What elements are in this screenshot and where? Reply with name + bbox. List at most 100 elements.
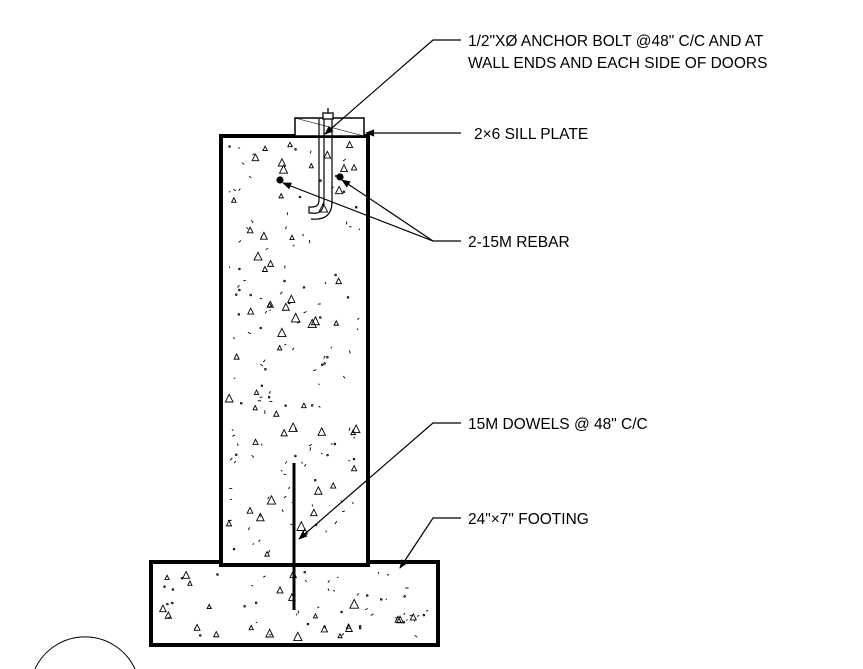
aggregate-speck xyxy=(341,632,345,636)
aggregate-speck xyxy=(302,286,306,289)
aggregate-speck xyxy=(325,530,327,533)
aggregate-speck xyxy=(298,195,302,199)
aggregate-speck xyxy=(402,620,406,624)
aggregate-speck xyxy=(278,164,289,174)
aggregate-speck xyxy=(164,611,173,619)
aggregate-speck xyxy=(323,150,332,159)
aggregate-speck xyxy=(246,226,254,234)
aggregate-speck xyxy=(414,635,418,638)
aggregate-speck xyxy=(267,496,270,500)
aggregate-speck xyxy=(264,550,271,557)
aggregate-speck xyxy=(281,509,284,513)
aggregate-speck xyxy=(267,395,271,399)
aggregate-speck xyxy=(332,589,336,592)
aggregate-speck xyxy=(330,443,333,445)
aggregate-speck xyxy=(260,384,264,388)
aggregate-speck xyxy=(309,447,312,451)
aggregate-speck xyxy=(230,196,237,203)
rebar-leader-right xyxy=(341,179,434,242)
anchor-bolt-note-line2: WALL ENDS AND EACH SIDE OF DOORS xyxy=(468,55,767,72)
aggregate-speck xyxy=(354,205,358,209)
aggregate-speck xyxy=(348,427,351,431)
aggregate-speck xyxy=(228,519,232,522)
aggregate-speck xyxy=(312,612,319,619)
aggregate-speck xyxy=(351,502,354,505)
aggregate-speck xyxy=(296,613,298,616)
aggregate-speck xyxy=(251,219,254,224)
aggregate-speck xyxy=(296,520,307,531)
aggregate-speck xyxy=(326,356,329,359)
footing-aggregate-pattern xyxy=(158,570,429,642)
aggregate-speck xyxy=(224,393,234,403)
aggregate-speck xyxy=(276,585,284,594)
aggregate-speck xyxy=(254,601,258,605)
aggregate-speck xyxy=(287,141,293,148)
aggregate-speck xyxy=(281,302,291,311)
aggregate-speck xyxy=(333,442,337,446)
aggregate-speck xyxy=(289,234,295,240)
aggregate-speck xyxy=(341,510,346,513)
aggregate-speck xyxy=(276,344,283,351)
aggregate-speck xyxy=(252,438,259,445)
aggregate-speck xyxy=(303,570,306,574)
aggregate-speck xyxy=(319,316,322,319)
aggregate-speck xyxy=(237,284,240,288)
aggregate-speck xyxy=(248,175,252,179)
aggregate-speck xyxy=(229,457,233,461)
aggregate-speck xyxy=(296,321,301,324)
aggregate-speck xyxy=(252,153,255,156)
aggregate-speck xyxy=(333,319,340,326)
aggregate-speck xyxy=(232,337,236,339)
aggregate-speck xyxy=(238,288,241,292)
aggregate-speck xyxy=(318,383,320,386)
aggregate-speck xyxy=(233,189,237,192)
aggregate-speck xyxy=(163,585,166,588)
aggregate-speck xyxy=(228,145,231,148)
aggregate-speck xyxy=(416,614,420,617)
aggregate-speck xyxy=(309,150,312,154)
aggregate-speck xyxy=(396,615,405,624)
aggregate-speck xyxy=(394,617,398,619)
aggregate-speck xyxy=(283,279,286,283)
aggregate-speck xyxy=(334,273,337,277)
aggregate-speck xyxy=(370,613,374,616)
anchor-bolt-leader xyxy=(324,39,461,135)
aggregate-speck xyxy=(262,359,266,363)
aggregate-speck xyxy=(262,145,268,151)
aggregate-speck xyxy=(345,623,352,629)
aggregate-speck xyxy=(320,452,323,455)
aggregate-speck xyxy=(307,318,318,329)
aggregate-speck xyxy=(323,362,326,365)
rebar-left xyxy=(276,176,284,184)
aggregate-speck xyxy=(356,593,360,596)
wall-aggregate-pattern xyxy=(224,140,361,557)
aggregate-speck xyxy=(313,369,317,371)
aggregate-speck xyxy=(385,598,388,601)
aggregate-speck xyxy=(238,240,242,243)
aggregate-speck xyxy=(171,588,175,591)
aggregate-speck xyxy=(181,570,191,579)
aggregate-speck xyxy=(356,328,359,331)
aggregate-speck xyxy=(422,613,426,617)
aggregate-speck xyxy=(264,368,267,371)
aggregate-speck xyxy=(231,429,234,431)
aggregate-speck xyxy=(258,539,261,543)
aggregate-speck xyxy=(253,389,260,395)
aggregate-speck xyxy=(353,436,356,439)
aggregate-speck xyxy=(287,294,296,303)
aggregate-speck xyxy=(303,464,307,467)
aggregate-speck xyxy=(284,461,288,464)
aggregate-speck xyxy=(292,631,303,642)
aggregate-speck xyxy=(237,313,241,316)
aggregate-speck xyxy=(251,584,254,587)
aggregate-speck xyxy=(334,520,338,525)
aggregate-speck xyxy=(309,508,318,517)
aggregate-speck xyxy=(232,547,236,551)
aggregate-speck xyxy=(342,190,346,194)
aggregate-speck xyxy=(334,185,344,195)
aggregate-speck xyxy=(268,391,271,394)
aggregate-speck xyxy=(253,251,263,261)
aggregate-speck xyxy=(187,580,193,586)
aggregate-speck xyxy=(238,267,241,271)
